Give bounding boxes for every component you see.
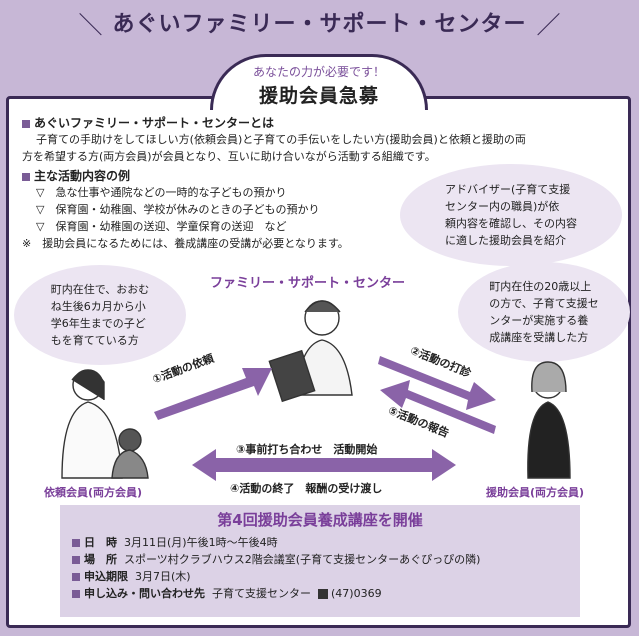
- arrow-1-request: [154, 368, 272, 420]
- page-title: あぐいファミリー・サポート・センター: [112, 12, 527, 37]
- arrow-2-inquiry: [378, 356, 496, 410]
- activity-item: ▽ 保育園・幼稚園の送迎、学童保育の送迎 など: [36, 220, 287, 233]
- course-title: 第4回援助会員養成講座を開催: [217, 511, 423, 529]
- helper-figure: [527, 361, 571, 479]
- activities-heading: 主な活動内容の例: [22, 167, 130, 184]
- course-deadline-row: 申込期限 3月7日(木): [72, 568, 568, 585]
- course-info-box: 第4回援助会員養成講座を開催 日 時 3月11日(月)午後1時〜午後4時 場 所…: [60, 505, 580, 617]
- phone-number: (47)0369: [331, 587, 382, 600]
- header-left-mark: ＼: [78, 10, 103, 39]
- course-contact-row: 申し込み・問い合わせ先 子育て支援センター (47)0369: [72, 585, 568, 602]
- tab-title: 援助会員急募: [258, 85, 379, 107]
- activity-item: ▽ 急な仕事や通院などの一時的な子どもの預かり: [36, 186, 287, 199]
- arrow-5-report: [380, 380, 496, 434]
- course-date-row: 日 時 3月11日(月)午後1時〜午後4時: [72, 534, 568, 551]
- about-body-1: 子育ての手助けをしてほしい方(依頼会員)と子育ての手伝いをしたい方(援助会員)と…: [36, 133, 526, 146]
- header-right-mark: ／: [536, 10, 561, 39]
- recruit-tab: あなたの力が必要です！ 援助会員急募: [210, 54, 428, 110]
- helper-label: 援助会員(両方会員): [486, 486, 585, 499]
- center-label: ファミリー・サポート・センター: [210, 276, 406, 291]
- square-bullet-icon: [72, 556, 80, 564]
- arrow-4-label: ④活動の終了 報酬の受け渡し: [230, 482, 383, 495]
- activity-note: ※ 援助会員になるためには、養成講座の受講が必要となります。: [22, 237, 349, 250]
- adviser-bubble: アドバイザー(子育て支援 センター内の職員)が依 頼内容を確認し、その内容 に適…: [400, 164, 622, 266]
- requester-label: 依頼会員(両方会員): [44, 486, 143, 499]
- phone-icon: [318, 589, 328, 599]
- staff-figure: [268, 300, 353, 403]
- arrow-3-label: ③事前打ち合わせ 活動開始: [236, 443, 378, 456]
- page-header: ＼ あぐいファミリー・サポート・センター ／: [0, 0, 639, 44]
- activity-item: ▽ 保育園・幼稚園、学校が休みのときの子どもの預かり: [36, 203, 320, 216]
- requester-bubble: 町内在住で、おおむ ね生後6カ月から小 学6年生までの子ど もを育てている方: [14, 265, 186, 365]
- square-bullet-icon: [22, 119, 30, 128]
- tab-subtitle: あなたの力が必要です！: [252, 65, 385, 79]
- square-bullet-icon: [22, 172, 30, 181]
- arrow-3-4-double: [192, 449, 456, 481]
- square-bullet-icon: [72, 573, 80, 581]
- helper-bubble: 町内在住の20歳以上 の方で、子育て支援セ ンターが実施する養 成講座を受講した…: [458, 262, 630, 362]
- square-bullet-icon: [72, 539, 80, 547]
- course-place-row: 場 所 スポーツ村クラブハウス2階会議室(子育て支援センターあぐぴっぴの隣): [72, 551, 568, 568]
- about-heading: あぐいファミリー・サポート・センターとは: [22, 114, 274, 131]
- square-bullet-icon: [72, 590, 80, 598]
- about-body-2: 方を希望する方(両方会員)が会員となり、互いに助け合いながら活動する組織です。: [22, 150, 436, 163]
- mother-child-figure: [61, 369, 149, 479]
